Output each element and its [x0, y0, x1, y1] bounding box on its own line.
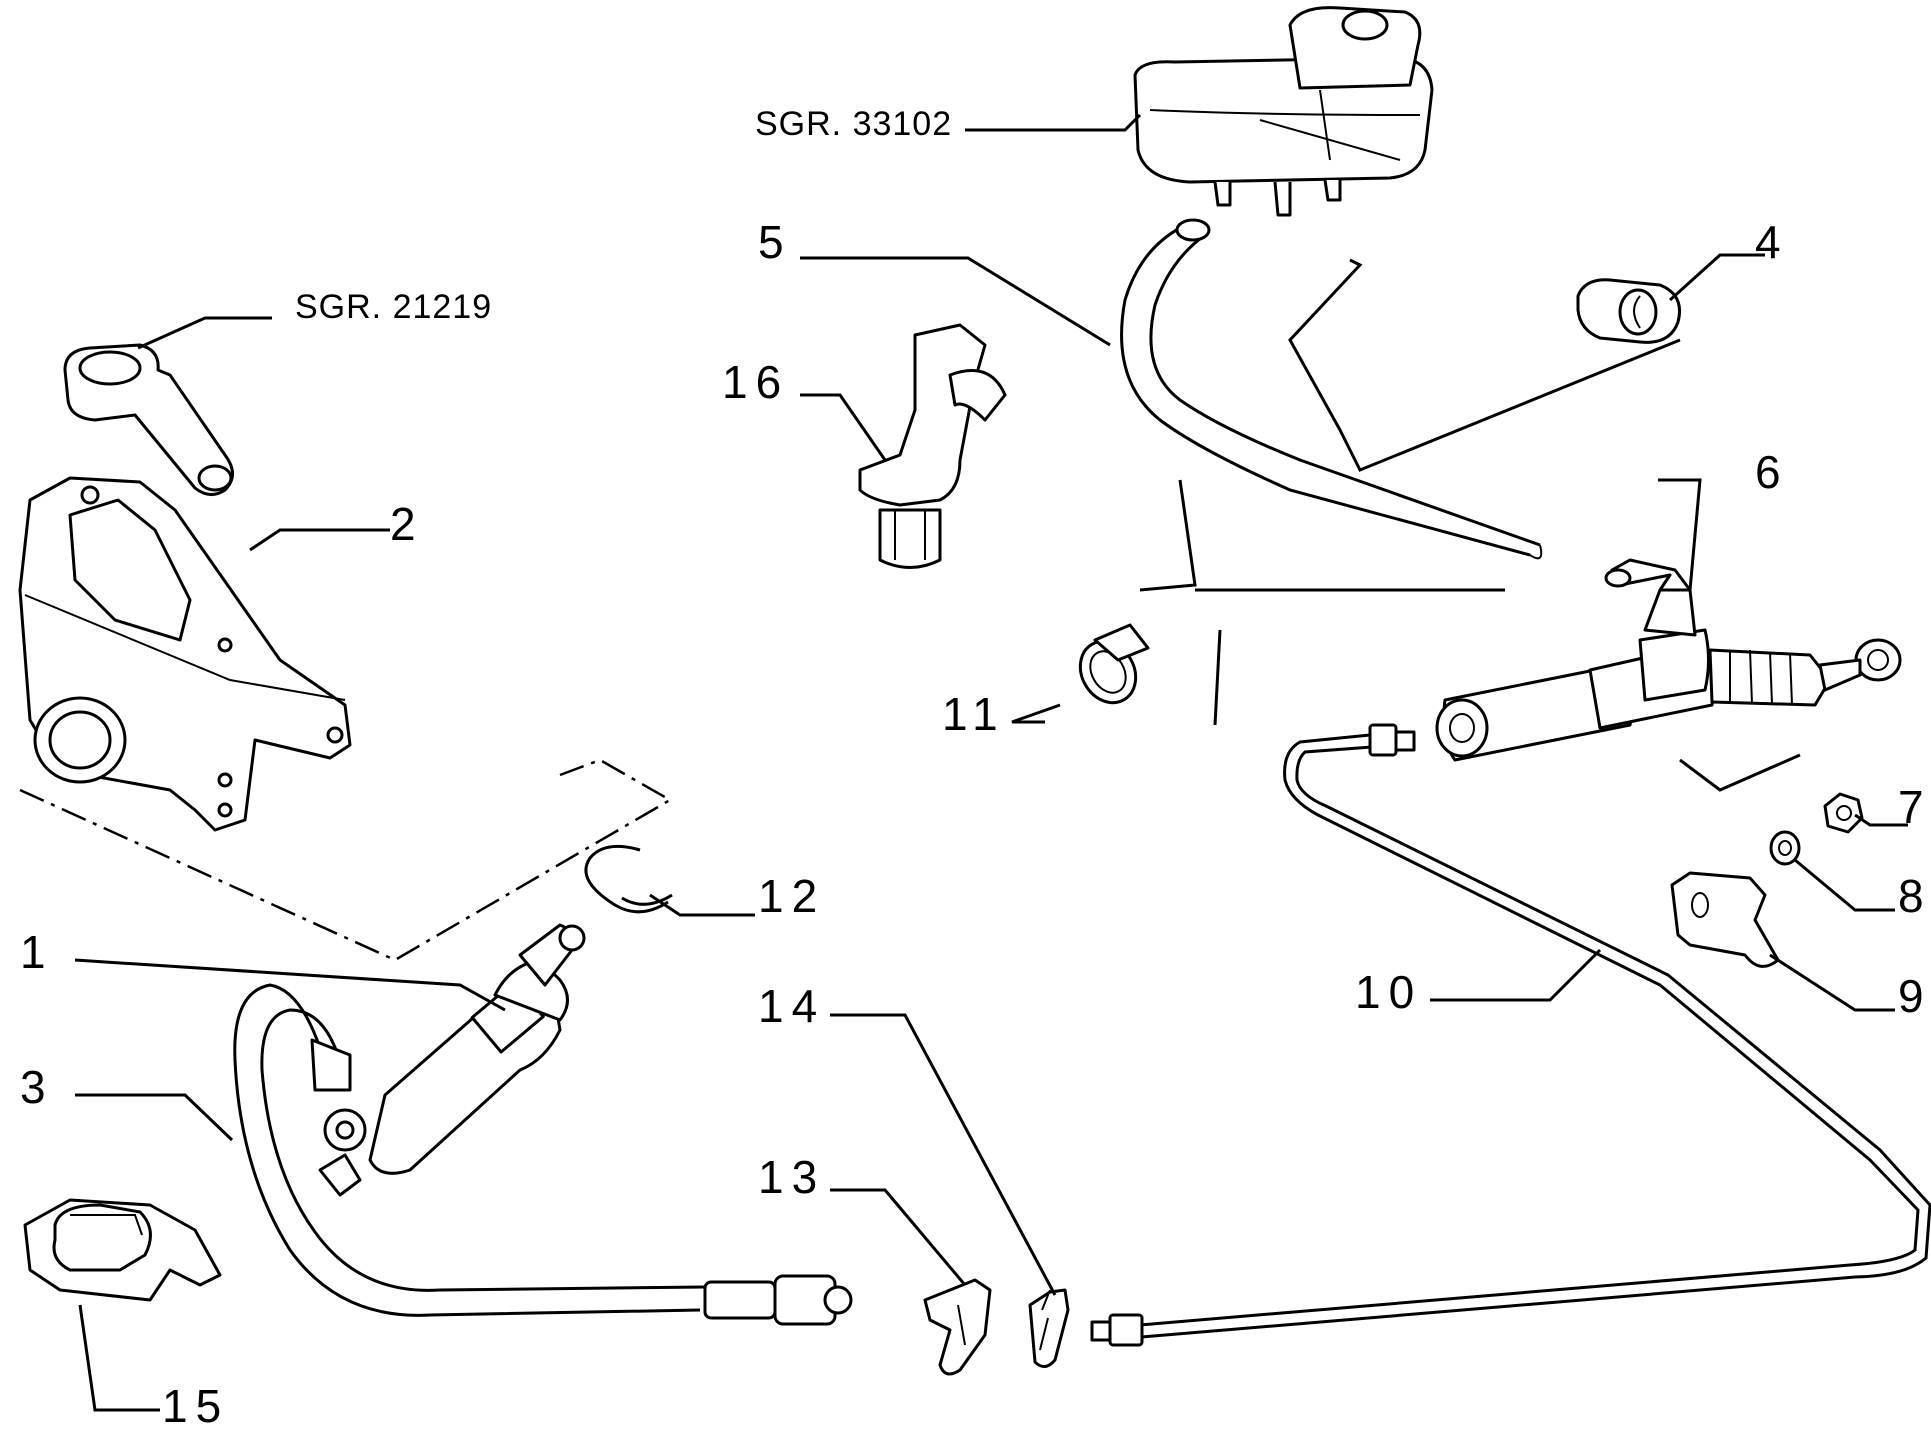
clutch-fluid-reservoir	[1133, 6, 1434, 217]
label-8: 8	[1898, 870, 1931, 922]
label-1: 1	[20, 926, 54, 978]
hose-clip	[23, 1198, 222, 1302]
label-6: 6	[1755, 446, 1789, 498]
part-labels: SGR. 33102 SGR. 21219 1 2 3 4 5 6 7 8 9 …	[20, 105, 1931, 1431]
washer	[1769, 830, 1801, 866]
label-10: 10	[1355, 966, 1422, 1018]
circlip	[584, 844, 673, 914]
pipe-clip-14	[1028, 1288, 1070, 1368]
master-cylinder-bracket	[18, 476, 352, 832]
label-14: 14	[758, 980, 825, 1032]
label-3: 3	[20, 1061, 54, 1113]
leader-lines	[74, 113, 1908, 1412]
mounting-plate	[1670, 871, 1780, 968]
clutch-pipe	[1090, 723, 1931, 1347]
reservoir-reference: SGR. 33102	[755, 105, 952, 143]
label-2: 2	[390, 498, 424, 550]
label-15: 15	[162, 1380, 229, 1431]
label-9: 9	[1898, 970, 1931, 1022]
label-4: 4	[1755, 216, 1789, 268]
nut	[1823, 792, 1864, 834]
label-12: 12	[758, 870, 825, 922]
pipe-clip-13	[923, 1278, 992, 1376]
reservoir-hose	[1120, 218, 1543, 560]
hose-clamp	[1078, 623, 1150, 705]
hose-holder	[858, 323, 1007, 569]
master-cylinder	[1435, 558, 1902, 762]
grommet	[1576, 278, 1681, 344]
label-11: 11	[942, 688, 1006, 740]
slave-cylinder	[318, 923, 586, 1197]
label-5: 5	[758, 216, 792, 268]
clutch-hose	[233, 983, 853, 1326]
label-13: 13	[758, 1151, 825, 1203]
release-lever	[63, 343, 234, 496]
lever-reference: SGR. 21219	[295, 288, 492, 326]
label-16: 16	[722, 356, 789, 408]
label-7: 7	[1898, 781, 1931, 833]
